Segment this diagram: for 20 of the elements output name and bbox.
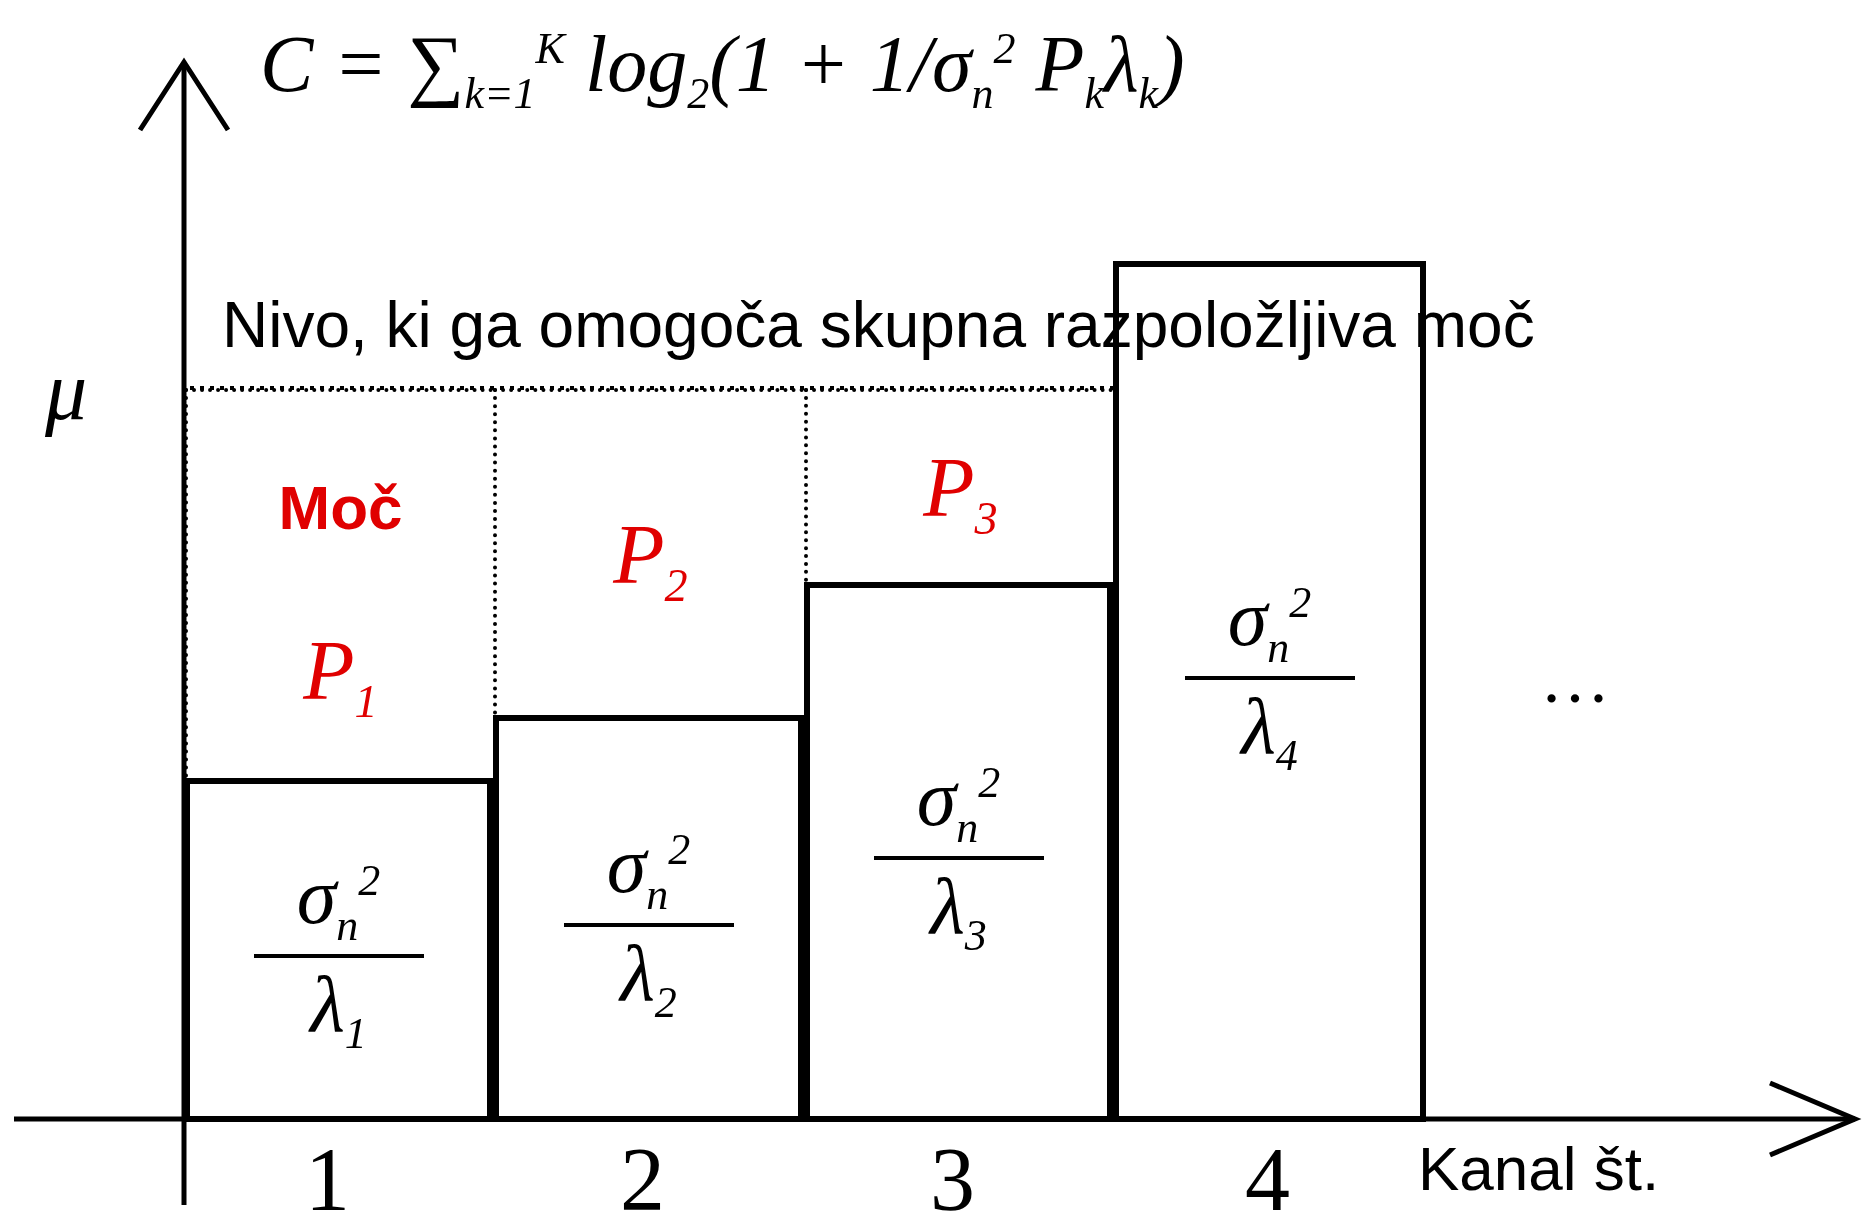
tick-label: 2	[620, 1130, 665, 1218]
power-region	[804, 388, 1113, 582]
axis-label: Kanal št.	[1418, 1135, 1660, 1204]
tick-label: 3	[930, 1130, 975, 1218]
denominator-text: λ$_{3}$	[927, 866, 988, 958]
power-region	[184, 388, 493, 778]
formula-text: C = ∑$_{k=1}$$^{K}$ log$_{2}$(1 + 1/σ$_{n}$$^{2}$ P$_{k}$λ$_{k}$)	[260, 20, 1185, 119]
denominator-text: λ$_{1}$	[307, 964, 368, 1056]
tick-label: 1	[305, 1130, 350, 1218]
power-symbol: P$_{2}$	[613, 506, 688, 612]
power-region	[493, 388, 804, 715]
ellipsis-text: …	[1540, 640, 1610, 717]
tick-label: 4	[1245, 1130, 1290, 1218]
denominator-text: λ$_{4}$	[1238, 685, 1299, 778]
denominator-text: λ$_{2}$	[617, 932, 678, 1025]
channel-bar	[184, 778, 493, 1122]
power-symbol: P$_{1}$	[303, 623, 378, 728]
axis-label: μ	[45, 345, 88, 438]
power-symbol: P$_{3}$	[923, 440, 998, 545]
power-label: Moč	[278, 472, 403, 543]
